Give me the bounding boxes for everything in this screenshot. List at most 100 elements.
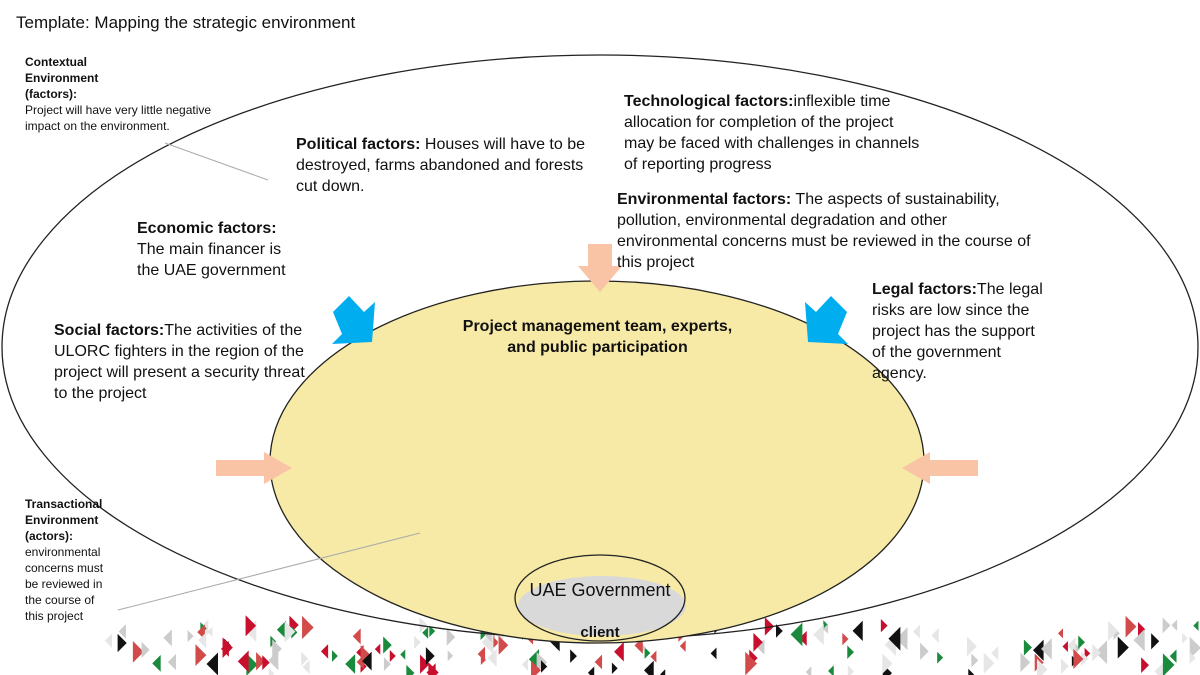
decorative-triangle [1182,632,1188,644]
legal-factors: Legal factors:The legal risks are low si… [872,279,1047,384]
environmental-factors: Environmental factors: The aspects of su… [617,189,1045,273]
contextual-label: Contextual Environment (factors): [25,55,99,101]
decorative-triangle [117,633,127,653]
decorative-triangle [650,650,657,663]
decorative-triangle [968,668,975,675]
economic-label: Economic factors: [137,220,277,237]
decorative-triangle [420,654,430,674]
decorative-triangle [498,635,509,655]
decorative-triangle [1080,651,1089,667]
decorative-triangle [1084,647,1091,660]
decorative-triangle [374,643,381,655]
environmental-label: Environmental factors: [617,191,792,208]
decorative-triangle [1141,657,1150,674]
technological-text: inflexible time allocation for completio… [624,93,920,173]
decorative-triangle [842,632,849,646]
decorative-triangle [1154,660,1166,675]
decorative-triangle [611,662,618,675]
decorative-triangle [222,637,233,658]
decorative-triangle [594,654,603,670]
decorative-triangle [1092,644,1101,662]
technological-factors: Technological factors:inflexible time al… [624,91,924,175]
decorative-triangle [756,639,765,655]
political-factors: Political factors: Houses will have to b… [296,134,596,197]
decorative-triangle [895,627,908,651]
decorative-triangle [447,650,454,662]
political-label: Political factors: [296,136,421,153]
client-ellipse-fill [518,576,686,636]
decorative-triangle [256,652,266,671]
decorative-triangle [237,650,249,673]
arrow-left-icon [902,452,978,484]
decorative-triangle [847,665,855,675]
decorative-triangle [425,647,435,665]
decorative-triangle [983,652,995,674]
client-label: client [580,624,620,641]
decorative-triangle [813,624,824,646]
decorative-triangle [1060,658,1069,674]
decorative-triangle [268,650,279,671]
legal-text: The legal risks are low since the projec… [872,281,1043,382]
decorative-triangle [487,648,497,667]
decorative-triangle [1117,636,1129,659]
decorative-triangle [1125,615,1137,638]
decorative-triangle [1189,651,1196,665]
decorative-triangle [643,660,654,675]
decorative-triangle [587,666,595,675]
decorative-triangle [1133,628,1145,652]
decorative-triangle [852,620,863,641]
decorative-triangle [1151,633,1160,650]
decorative-triangle [540,660,548,673]
decorative-triangle [428,662,439,675]
decorative-triangle [276,620,287,639]
decorative-triangle [745,651,758,675]
decorative-triangle [320,644,329,659]
decorative-triangle [383,636,392,654]
decorative-triangle [104,633,113,648]
decorative-triangle [206,652,219,675]
decorative-triangle [167,653,177,671]
decorative-triangle [422,626,429,639]
decorative-triangle [1137,621,1146,637]
decorative-triangle [301,651,309,666]
decorative-triangle [163,629,172,647]
social-text: The activities of the ULORC fighters in … [54,322,305,402]
decorative-triangle [882,653,893,674]
decorative-triangle [302,659,310,675]
decorative-triangle [207,626,213,637]
decorative-triangle [991,646,999,661]
decorative-triangle [198,632,207,649]
decorative-triangle [775,624,783,638]
decorative-triangle [1078,635,1085,649]
decorative-triangle [753,632,763,652]
client-ellipse [514,554,686,642]
decorative-triangle [531,660,541,675]
core-team-label: Project management team, experts, and pu… [462,318,733,356]
decorative-triangle [971,653,979,668]
decorative-triangle [195,644,207,667]
political-text: Houses will have to be destroyed, farms … [296,136,586,195]
decorative-triangle [790,622,803,647]
decorative-triangle [1095,640,1108,665]
economic-factors: Economic factors: The main financer is t… [137,218,287,281]
decorative-triangle [1057,628,1063,639]
decorative-triangle [383,657,391,671]
arrow-diagonal-icon [332,296,375,344]
decorative-triangle [400,649,406,660]
decorative-triangle [272,639,282,659]
decorative-triangle [521,658,528,671]
decorative-triangle [920,642,929,661]
contextual-text: Project will have very little negative i… [25,103,212,133]
arrow-down-icon [578,244,622,292]
decorative-triangle [1193,620,1199,631]
decorative-triangle [823,623,829,634]
decorative-triangle [799,630,807,646]
decorative-triangle [931,628,939,643]
social-factors: Social factors:The activities of the ULO… [54,320,319,404]
transactional-pointer-line [117,532,421,611]
decorative-triangle [480,654,487,665]
slide-title: Template: Mapping the strategic environm… [16,13,356,32]
decorative-triangle [570,649,577,663]
